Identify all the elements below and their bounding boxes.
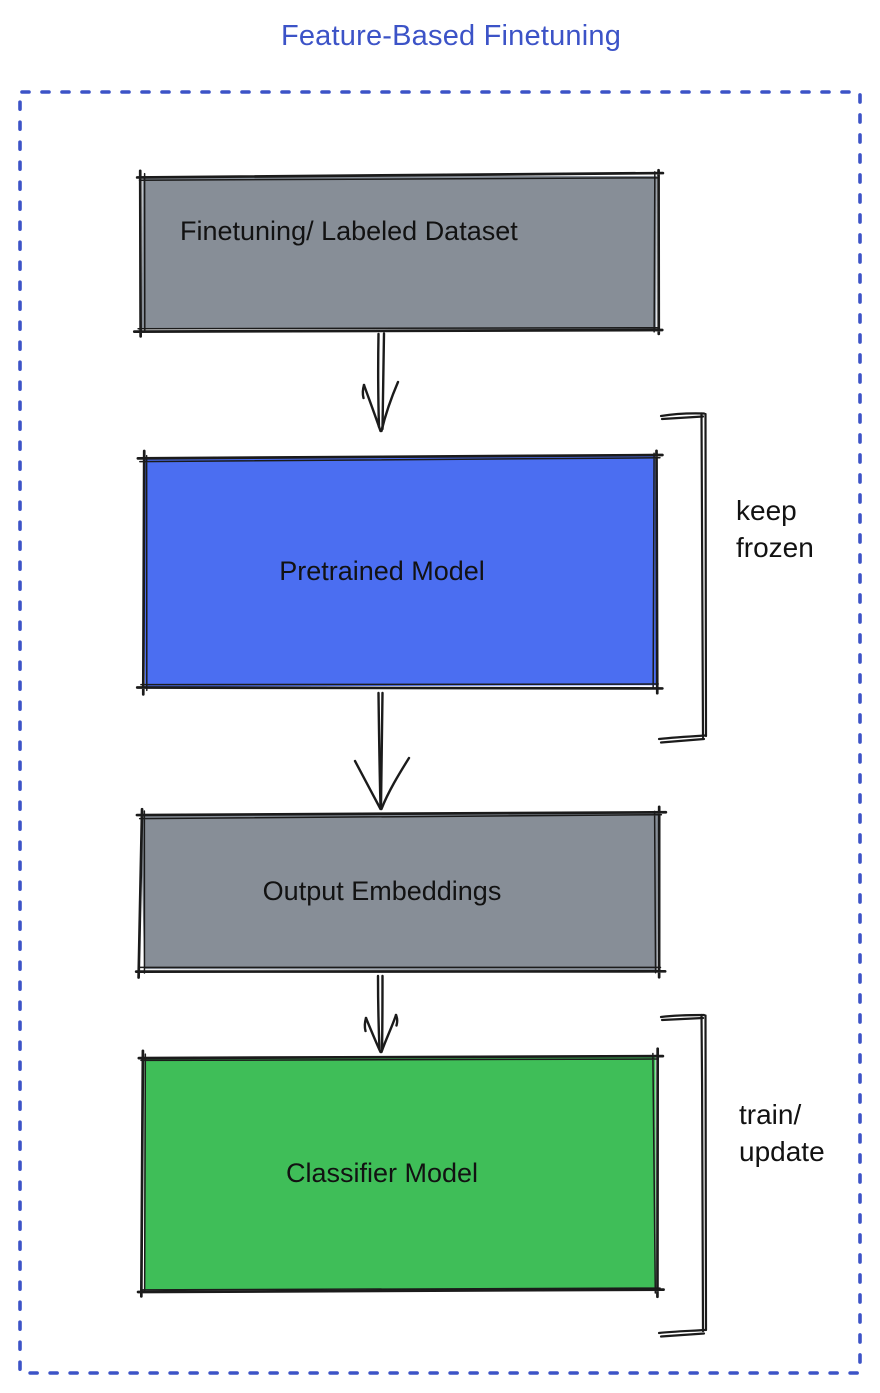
pretrained-model-label: Pretrained Model bbox=[279, 556, 485, 586]
node-finetuning-dataset: Finetuning/ Labeled Dataset bbox=[132, 168, 665, 338]
output-embeddings-label: Output Embeddings bbox=[262, 876, 502, 906]
node-classifier-model: Classifier Model bbox=[136, 1047, 665, 1299]
keep-frozen-label: keep frozen bbox=[736, 495, 814, 563]
train-update-bracket bbox=[657, 1013, 708, 1338]
finetuning-dataset-label: Finetuning/ Labeled Dataset bbox=[180, 216, 518, 246]
output-embeddings-box-outline bbox=[134, 805, 668, 979]
train-update-label: train/ update bbox=[739, 1099, 825, 1167]
keep-frozen-bracket bbox=[657, 412, 708, 744]
arrow-pretrained-to-embeddings bbox=[353, 691, 411, 811]
finetuning-dataset-box-outline bbox=[132, 168, 665, 338]
arrow-dataset-to-pretrained bbox=[361, 332, 400, 433]
diagram-title: Feature-Based Finetuning bbox=[280, 20, 622, 52]
classifier-model-label: Classifier Model bbox=[285, 1157, 479, 1188]
arrow-embeddings-to-classifier bbox=[363, 974, 399, 1054]
classifier-model-box-outline bbox=[136, 1047, 665, 1299]
node-output-embeddings: Output Embeddings bbox=[134, 805, 668, 979]
pretrained-model-box-outline bbox=[135, 449, 664, 696]
node-pretrained-model: Pretrained Model bbox=[135, 449, 664, 696]
